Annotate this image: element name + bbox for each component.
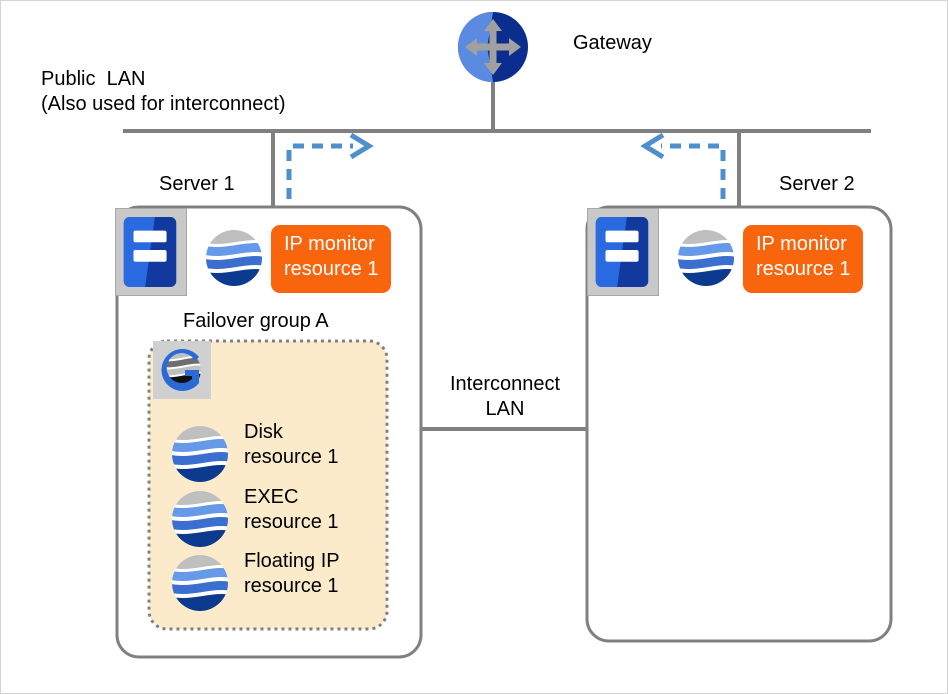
server-machine-icon [587, 208, 659, 296]
server1-label: Server 1 [159, 173, 235, 195]
resource-label-floating-ip: Floating IP resource 1 [244, 550, 340, 597]
ip-monitor-resource-badge[interactable]: IP monitor resource 1 [743, 225, 863, 293]
failover-group-g-icon [161, 349, 201, 391]
failover-group-label: Failover group A [183, 310, 329, 332]
server2-label: Server 2 [779, 173, 855, 195]
public-lan-label: Public LAN (Also used for interconnect) [41, 68, 286, 115]
ip-monitor-resource-badge[interactable]: IP monitor resource 1 [271, 225, 391, 293]
resource-label-exec: EXEC resource 1 [244, 486, 339, 533]
gateway-label: Gateway [573, 32, 652, 54]
gateway-router-icon [458, 12, 528, 82]
server1-box [115, 205, 423, 659]
server1-to-gateway-arrow [286, 132, 374, 199]
globe-resource-icon [206, 230, 262, 286]
server2-to-gateway-arrow [640, 132, 726, 199]
globe-resource-icon [678, 230, 734, 286]
globe-resource-icon [172, 426, 228, 482]
interconnect-lan-label: Interconnect LAN [449, 373, 561, 420]
resource-label-disk: Disk resource 1 [244, 421, 339, 468]
globe-resource-icon [172, 555, 228, 611]
server-machine-icon [115, 208, 187, 296]
globe-resource-icon [172, 491, 228, 547]
server2-box [585, 205, 893, 643]
